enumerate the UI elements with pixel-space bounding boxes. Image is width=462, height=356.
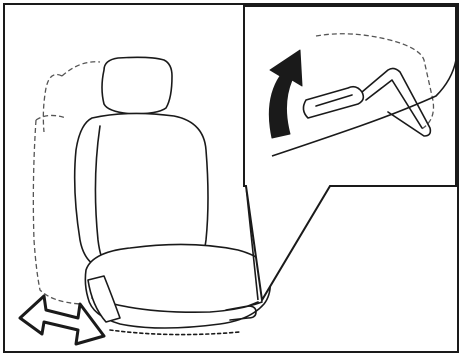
detail-inset-panel [244, 6, 456, 300]
headrest [102, 57, 172, 114]
seat-icon [75, 57, 271, 334]
detail-panel-border [244, 6, 456, 300]
